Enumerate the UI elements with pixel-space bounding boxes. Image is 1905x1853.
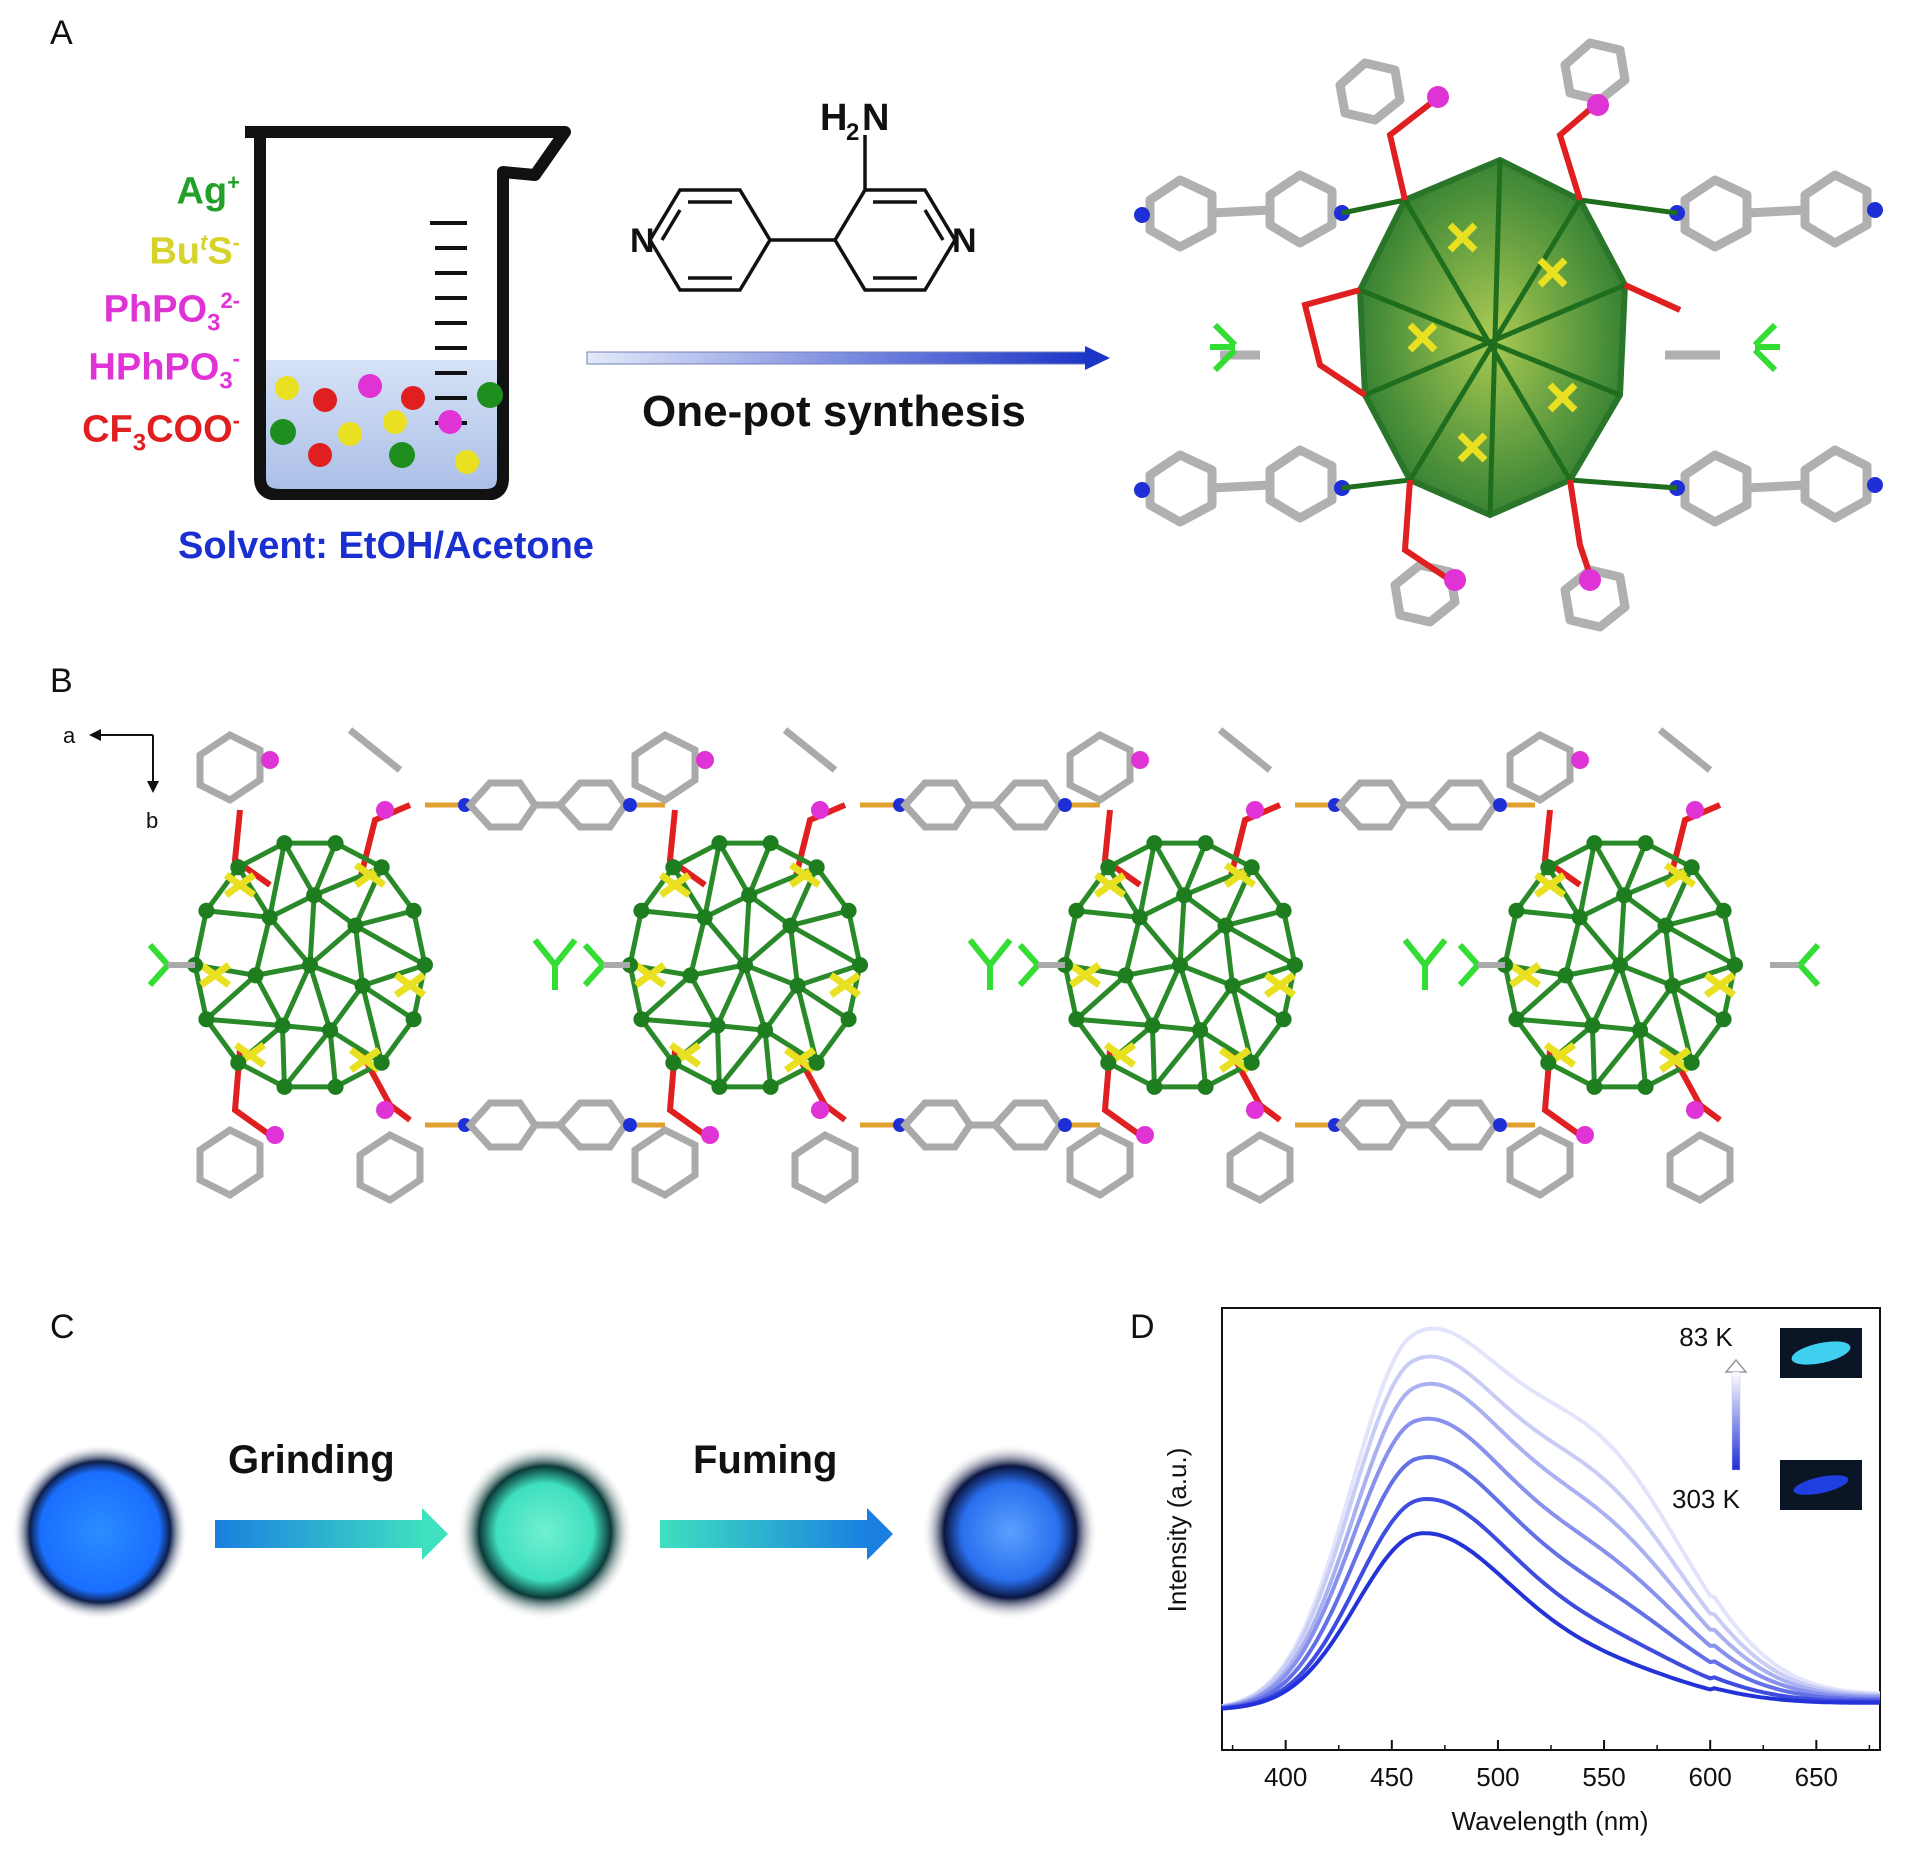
chain-unit bbox=[1017, 727, 1535, 1205]
cluster-structure bbox=[1134, 38, 1883, 632]
x-tick-label: 600 bbox=[1688, 1762, 1731, 1792]
emission-spectra-chart: 400 450 500 550 600 650 Wavelength (nm) Inten… bbox=[1162, 1307, 1881, 1836]
temp-low-label: 303 K bbox=[1672, 1484, 1741, 1514]
axis-b-label: b bbox=[146, 808, 158, 833]
beaker-illustration bbox=[245, 126, 571, 500]
reagent-4: CF3COO- bbox=[82, 408, 240, 457]
reagent-1: ButS- bbox=[149, 230, 240, 273]
spectrum-series-1 bbox=[1221, 1354, 1881, 1709]
reagent-0: Ag+ bbox=[176, 170, 240, 213]
sample-fumed bbox=[922, 1444, 1098, 1620]
spectrum-series-5 bbox=[1221, 1496, 1880, 1711]
spectrum-series-2 bbox=[1221, 1381, 1880, 1709]
ligand-nh2-h: H bbox=[820, 97, 847, 139]
axis-a-label: a bbox=[63, 723, 76, 748]
chain-unit bbox=[582, 727, 1100, 1205]
ligand-nh2-sub: 2 bbox=[846, 119, 859, 146]
chain-structure bbox=[147, 727, 1821, 1205]
ligand-n-right: N bbox=[952, 222, 977, 260]
spectrum-series-6 bbox=[1221, 1531, 1880, 1711]
chain-unit bbox=[1457, 727, 1821, 1205]
synthesis-arrow bbox=[586, 346, 1110, 370]
x-tick-label: 550 bbox=[1582, 1762, 1625, 1792]
y-axis-label: Intensity (a.u.) bbox=[1162, 1448, 1192, 1613]
x-axis-label: Wavelength (nm) bbox=[1452, 1806, 1649, 1836]
x-tick-label: 400 bbox=[1264, 1762, 1307, 1792]
spectrum-series-3 bbox=[1221, 1416, 1880, 1710]
plot-frame bbox=[1221, 1307, 1881, 1751]
panel-d-label: D bbox=[1130, 1308, 1155, 1346]
one-pot-synthesis-label: One-pot synthesis bbox=[642, 387, 1026, 436]
fuming-label: Fuming bbox=[693, 1438, 838, 1482]
panel-a-label: A bbox=[50, 14, 73, 52]
panel-b-label: B bbox=[50, 662, 73, 700]
x-tick-label: 450 bbox=[1370, 1762, 1413, 1792]
x-tick-label: 650 bbox=[1795, 1762, 1838, 1792]
sample-ground bbox=[457, 1444, 633, 1620]
crystal-axes: a b bbox=[63, 723, 159, 833]
sample-pristine bbox=[12, 1444, 188, 1620]
ligand-nh2-n: N bbox=[862, 97, 889, 139]
temperature-gradient-bar bbox=[1731, 1371, 1741, 1471]
spectrum-series-0 bbox=[1221, 1326, 1881, 1709]
temp-high-label: 83 K bbox=[1679, 1322, 1733, 1352]
mechanochromism-sequence bbox=[12, 1444, 1098, 1620]
reagent-2: PhPO32- bbox=[103, 288, 240, 337]
solvent-label: Solvent: EtOH/Acetone bbox=[178, 525, 594, 567]
spectrum-series-4 bbox=[1221, 1454, 1880, 1710]
spectra-series bbox=[1221, 1326, 1881, 1711]
reagent-3: HPhPO3- bbox=[88, 346, 240, 395]
panel-c-label: C bbox=[50, 1308, 75, 1346]
reagent-balls bbox=[270, 374, 503, 474]
chain-unit bbox=[147, 727, 665, 1205]
x-axis-ticks: 400 450 500 550 600 650 bbox=[1231, 1740, 1871, 1792]
x-tick-label: 500 bbox=[1476, 1762, 1519, 1792]
ligand-structure: N N H 2 N bbox=[630, 97, 977, 292]
ligand-n-left: N bbox=[630, 222, 655, 260]
grinding-label: Grinding bbox=[228, 1438, 395, 1482]
